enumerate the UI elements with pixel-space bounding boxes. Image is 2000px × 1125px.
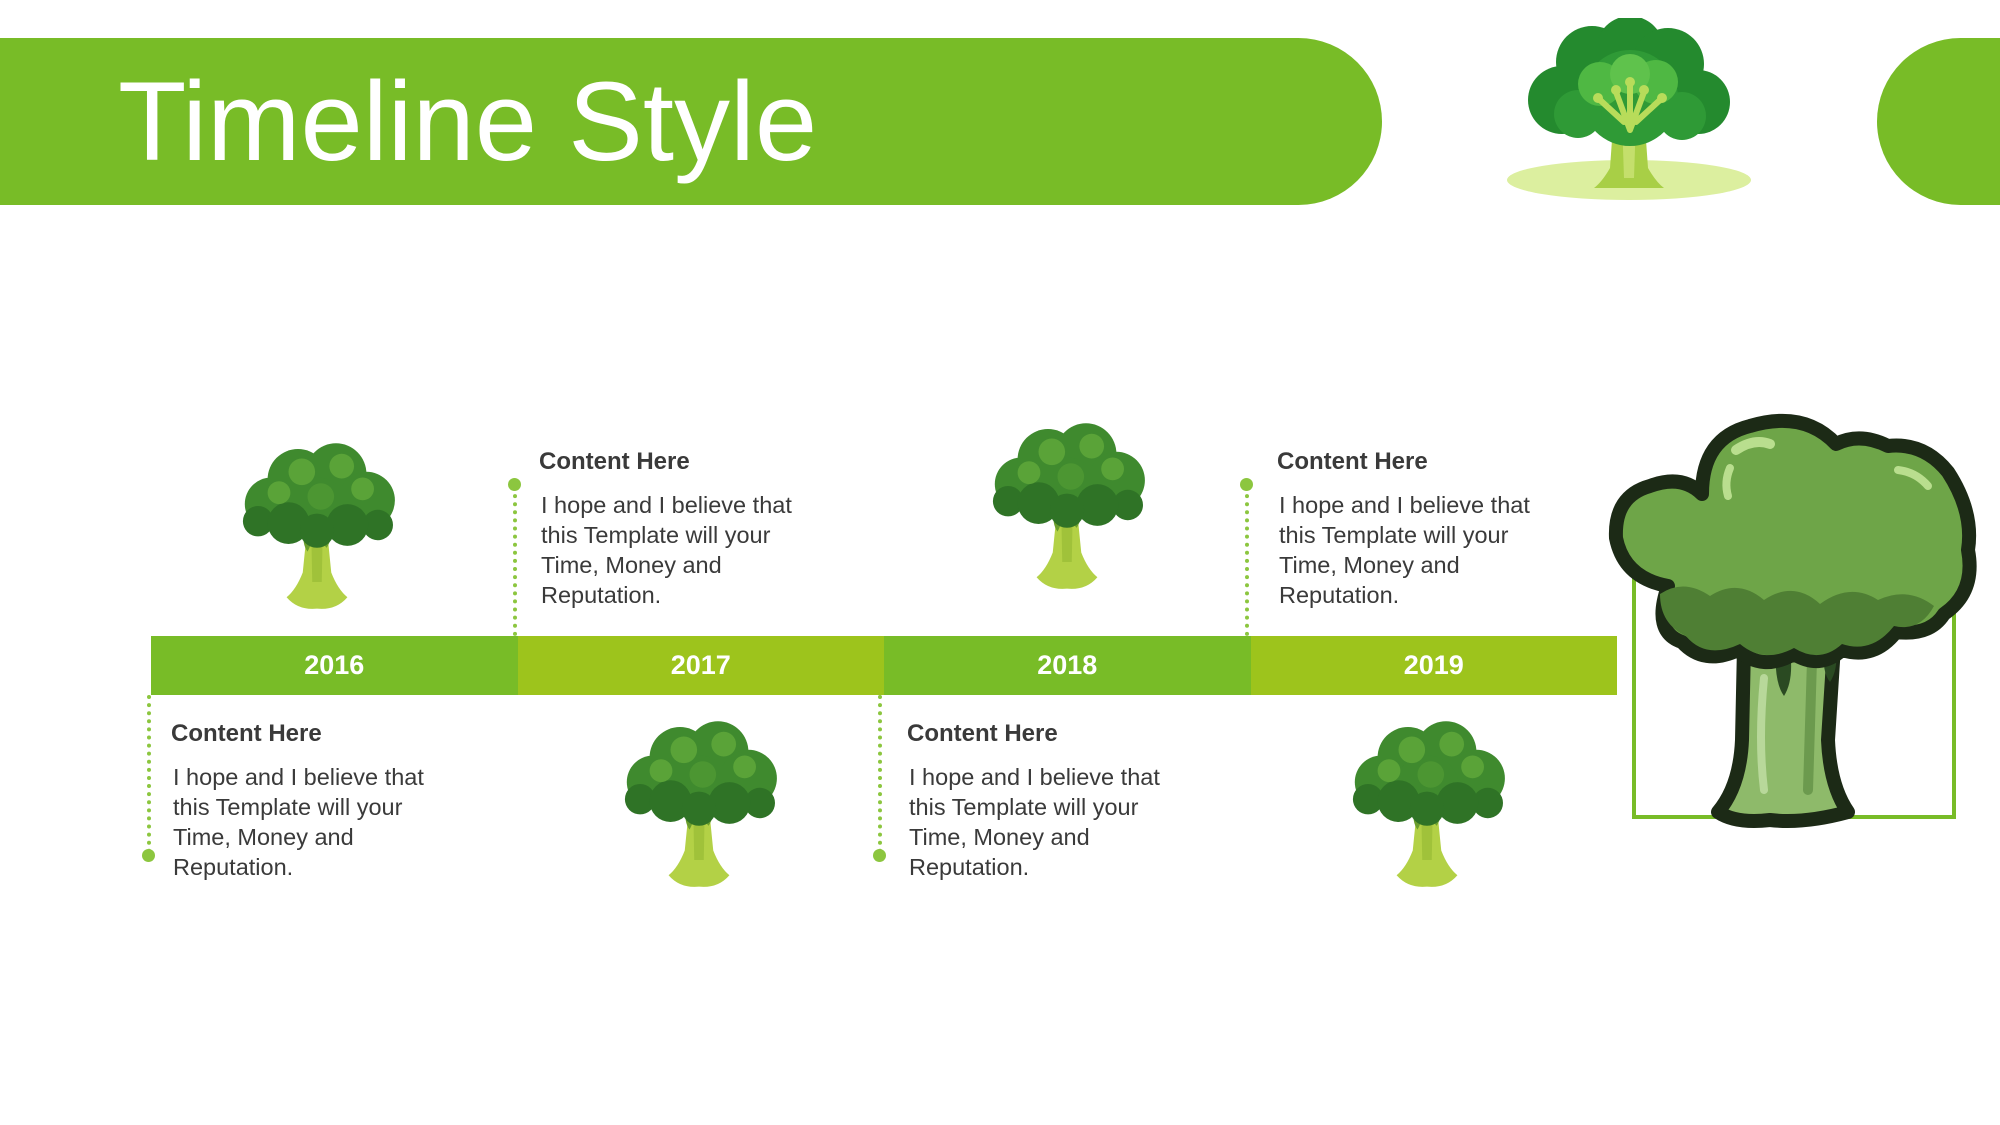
year-label-2019: 2019 <box>1250 636 1617 695</box>
corner-tab <box>1877 38 2000 205</box>
broccoli-icon <box>1332 708 1522 898</box>
broccoli-icon <box>604 708 794 898</box>
timeline-connector <box>513 486 517 636</box>
timeline-card-2017: Content Here I hope and I believe that t… <box>539 447 839 610</box>
timeline-connector <box>878 695 882 853</box>
broccoli-icon <box>1598 410 1978 828</box>
page-title: Timeline Style <box>118 59 818 184</box>
card-body: I hope and I believe that this Template … <box>541 492 792 608</box>
timeline-card-2019: Content Here I hope and I believe that t… <box>1277 447 1577 610</box>
timeline-connector <box>147 695 151 853</box>
timeline-dot <box>508 478 521 491</box>
card-body: I hope and I believe that this Template … <box>909 764 1160 880</box>
card-title: Content Here <box>171 720 322 747</box>
timeline-connector <box>1245 486 1249 636</box>
timeline-bar: 2016 2017 2018 2019 <box>151 636 1617 695</box>
broccoli-icon <box>1506 18 1752 208</box>
year-label-2016: 2016 <box>151 636 518 695</box>
timeline-dot <box>142 849 155 862</box>
year-label-2017: 2017 <box>517 636 884 695</box>
card-title: Content Here <box>907 720 1058 747</box>
title-banner: Timeline Style <box>0 38 1382 205</box>
timeline-dot <box>1240 478 1253 491</box>
timeline-card-2016: Content Here I hope and I believe that t… <box>171 719 471 882</box>
broccoli-icon <box>222 430 412 620</box>
year-label-2018: 2018 <box>884 636 1251 695</box>
broccoli-icon <box>972 410 1162 600</box>
card-title: Content Here <box>1277 448 1428 475</box>
card-title: Content Here <box>539 448 690 475</box>
timeline-card-2018: Content Here I hope and I believe that t… <box>907 719 1207 882</box>
timeline-dot <box>873 849 886 862</box>
card-body: I hope and I believe that this Template … <box>173 764 424 880</box>
card-body: I hope and I believe that this Template … <box>1279 492 1530 608</box>
